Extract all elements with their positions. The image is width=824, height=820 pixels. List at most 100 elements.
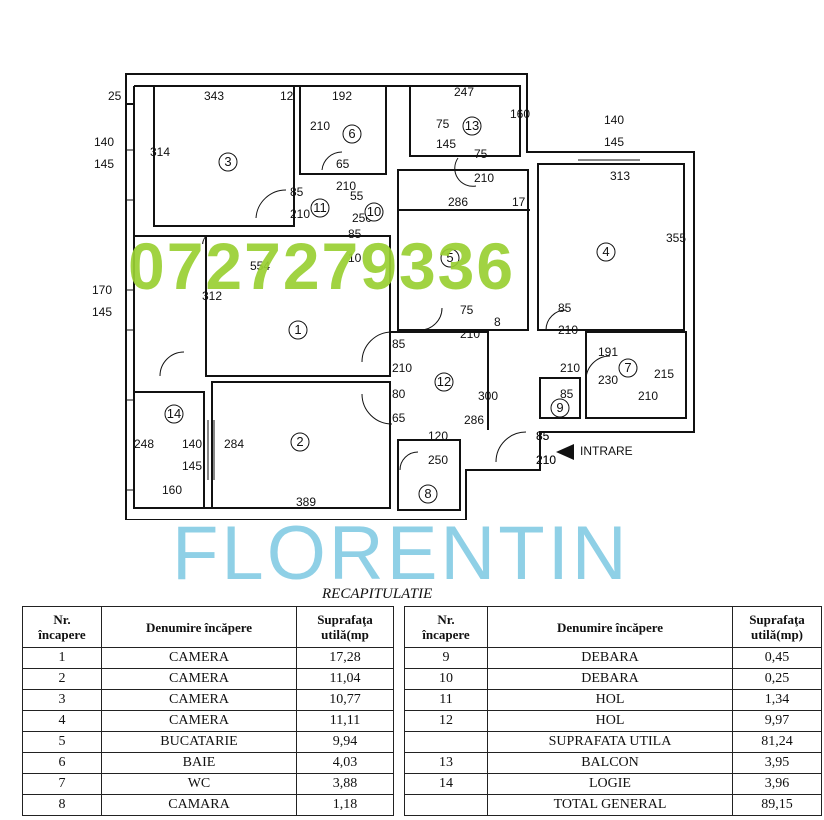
room-number: 3	[224, 154, 231, 169]
room-14-walls	[133, 391, 205, 509]
dimension-label: 145	[94, 157, 114, 171]
cell-name: LOGIE	[487, 773, 733, 795]
cell-nr: 1	[22, 647, 102, 669]
room-number-circle	[310, 198, 330, 218]
dimension-label: 210	[638, 389, 658, 403]
cell-nr: 9	[404, 647, 488, 669]
cell-area: 3,88	[296, 773, 394, 795]
dimension-label: 210	[336, 179, 356, 193]
dimension-label: 210	[290, 207, 310, 221]
dimension-label: 140	[182, 437, 202, 451]
cell-nr: 13	[404, 752, 488, 774]
cell-nr: 5	[22, 731, 102, 753]
watermark-phone: 0727279336	[128, 229, 516, 303]
room-number: 5	[446, 250, 453, 265]
cell-name: BALCON	[487, 752, 733, 774]
dimension-label: 85	[348, 227, 362, 241]
room-number-circle	[596, 242, 616, 262]
dimension-label: 191	[598, 345, 618, 359]
dimension-label: 284	[224, 437, 244, 451]
room-number-circle	[364, 202, 384, 222]
dimension-label: 286	[448, 195, 468, 209]
room-number: 2	[296, 434, 303, 449]
header-area: Suprafaţa utilă(mp)	[732, 606, 822, 648]
dimension-label: 286	[464, 413, 484, 427]
recap-table-right: Nr. încapere Denumire încăpere Suprafaţa…	[404, 606, 822, 816]
room-number: 9	[556, 400, 563, 415]
room-number: 4	[602, 244, 609, 259]
cell-nr: 12	[404, 710, 488, 732]
cell-nr: 11	[404, 689, 488, 711]
header-nr: Nr. încapere	[404, 606, 488, 648]
room-3-walls	[153, 85, 295, 227]
room-8-walls	[397, 439, 461, 511]
cell-area: 4,03	[296, 752, 394, 774]
cell-area: 3,96	[732, 773, 822, 795]
room-5-walls	[397, 169, 529, 331]
cell-area: 81,24	[732, 731, 822, 753]
dimension-label: 85	[392, 337, 406, 351]
cell-area: 17,28	[296, 647, 394, 669]
cell-area: 3,95	[732, 752, 822, 774]
cell-name: WC	[101, 773, 297, 795]
room-number: 12	[437, 374, 451, 389]
dimension-label: 160	[510, 107, 530, 121]
dimension-label: 210	[536, 453, 556, 467]
cell-name: HOL	[487, 710, 733, 732]
cell-name: BUCATARIE	[101, 731, 297, 753]
cell-nr: 14	[404, 773, 488, 795]
cell-area: 1,34	[732, 689, 822, 711]
entrance-label: INTRARE	[580, 444, 633, 458]
dimension-label: 85	[536, 429, 550, 443]
dimension-label: 85	[290, 185, 304, 199]
cell-nr: 8	[22, 794, 102, 816]
dimension-label: 145	[92, 305, 112, 319]
dimension-label: 145	[436, 137, 456, 151]
room-number-circle	[440, 248, 460, 268]
room-number-circle	[218, 152, 238, 172]
room-number-circle	[342, 124, 362, 144]
cell-name: DEBARA	[487, 647, 733, 669]
room-number: 13	[465, 118, 479, 133]
dimension-label: 210	[536, 453, 556, 467]
room-number-circle	[618, 358, 638, 378]
room-number: 7	[624, 360, 631, 375]
room-number: 1	[294, 322, 301, 337]
cell-name: CAMERA	[101, 689, 297, 711]
dimension-label: 312	[202, 289, 222, 303]
dimension-label: 7	[200, 233, 207, 247]
dimension-label: 65	[392, 411, 406, 425]
dimension-label: 230	[598, 373, 618, 387]
header-nr: Nr. încapere	[22, 606, 102, 648]
recap-title: RECAPITULATIE	[322, 586, 433, 602]
dimension-label: 389	[296, 495, 316, 509]
room-number-circle	[290, 432, 310, 452]
dimension-label: 554	[250, 259, 270, 273]
dimension-label: 140	[94, 135, 114, 149]
dimension-label: 75	[474, 147, 488, 161]
cell-area: 11,11	[296, 710, 394, 732]
dimension-label: 145	[604, 135, 624, 149]
dimension-label: 313	[610, 169, 630, 183]
dimension-label: 85	[560, 387, 574, 401]
entrance-arrow-icon	[556, 444, 574, 460]
cell-area: 10,77	[296, 689, 394, 711]
room-number-circle	[418, 484, 438, 504]
dimension-label: 248	[134, 437, 154, 451]
room-number: 6	[348, 126, 355, 141]
cell-nr: 2	[22, 668, 102, 690]
room-6-walls	[299, 85, 387, 175]
dimension-label: 210	[310, 119, 330, 133]
cell-name: TOTAL GENERAL	[487, 794, 733, 816]
dimension-label: 55	[350, 189, 364, 203]
